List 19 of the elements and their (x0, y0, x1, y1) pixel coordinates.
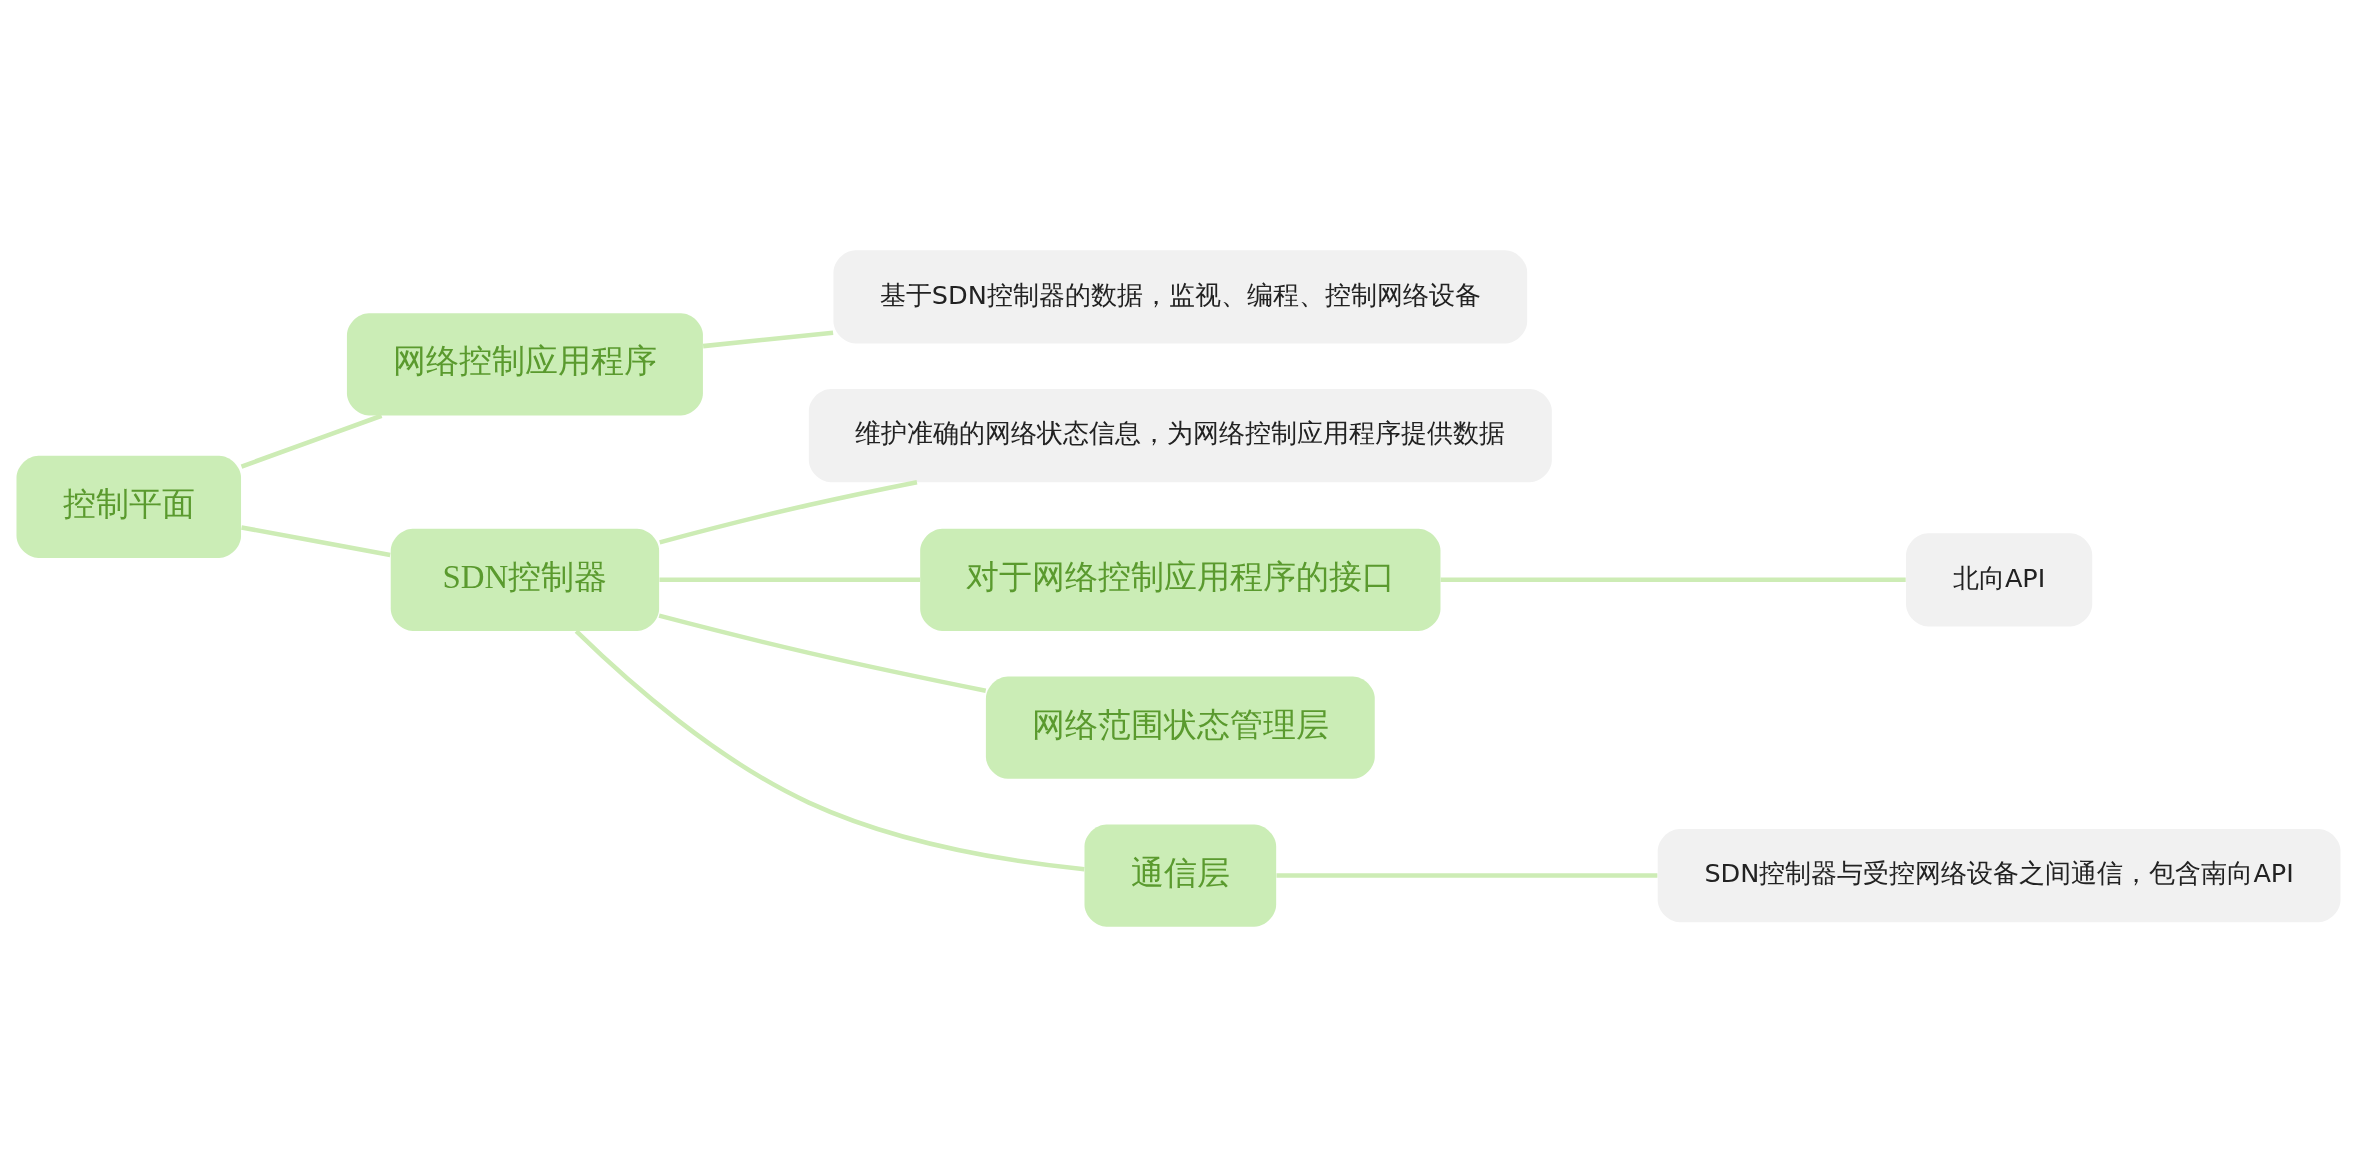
node-box: 网络控制应用程序 (346, 312, 703, 415)
connector (240, 413, 383, 469)
connector (702, 329, 834, 348)
node-box: 对于网络控制应用程序的接口 (920, 528, 1441, 631)
node-box: 网络范围状态管理层 (985, 676, 1375, 779)
connector (659, 479, 918, 545)
connector (1276, 872, 1658, 878)
connector (574, 629, 1085, 872)
node-box: 基于SDN控制器的数据，监视、编程、控制网络设备 (833, 249, 1528, 343)
node-box: SDN控制器与受控网络设备之间通信，包含南向API (1657, 828, 2341, 922)
node-box: 控制平面 (16, 455, 242, 558)
connector (1440, 577, 1906, 582)
node-box: SDN控制器 (390, 528, 660, 631)
node-box: 通信层 (1084, 823, 1277, 927)
node-box: 维护准确的网络状态信息，为网络控制应用程序提供数据 (808, 388, 1552, 482)
node-box: 北向API (1906, 532, 2093, 626)
connector (241, 524, 391, 557)
connector (658, 612, 987, 693)
connector (659, 577, 921, 582)
